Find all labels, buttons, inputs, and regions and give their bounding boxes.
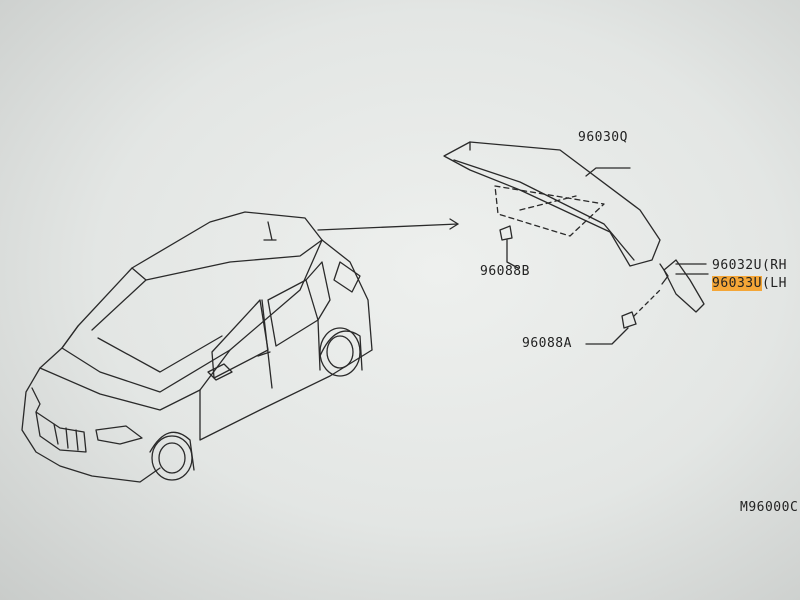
car-outline (21, 211, 373, 483)
label-side-rh-code: 96032U (712, 258, 762, 273)
drawing-code: M96000C (740, 500, 799, 515)
label-side-rh-suffix: (RH (761, 258, 787, 273)
label-side-lh-code: 96033U (712, 276, 762, 291)
label-spoiler: 96030Q (578, 130, 628, 145)
label-clip-b: 96088B (480, 264, 530, 279)
clip-a-part (585, 289, 661, 345)
direction-arrow (317, 218, 459, 231)
label-side-lh-suffix: (LH (761, 276, 787, 291)
label-side-lh: 96033U(LH (712, 276, 787, 291)
spoiler-outline (443, 141, 661, 267)
label-clip-a: 96088A (522, 336, 572, 351)
leader-lines (585, 167, 709, 275)
mounting-area (494, 185, 605, 237)
clip-b-part (499, 225, 519, 269)
side-trim-part (659, 259, 707, 313)
label-side-rh: 96032U(RH (712, 258, 787, 273)
